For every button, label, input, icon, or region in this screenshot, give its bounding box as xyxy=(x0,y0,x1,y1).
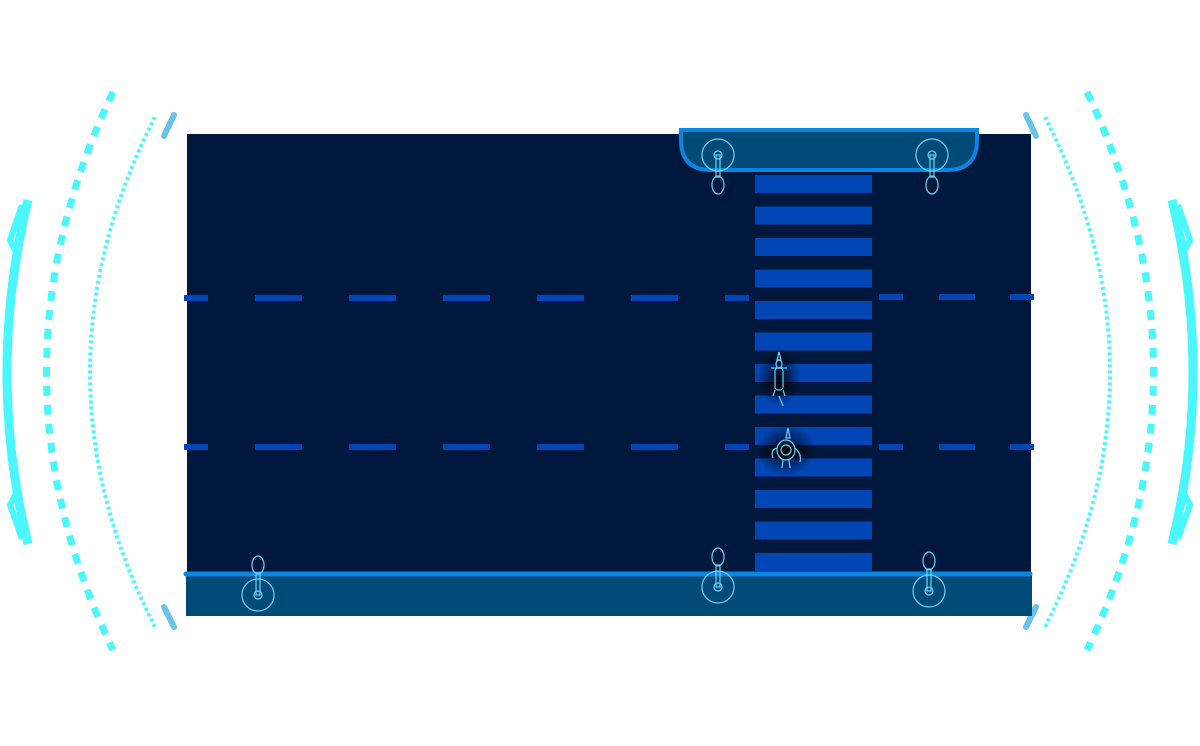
hud-notch-bottom-right xyxy=(1175,493,1194,540)
pedestrian-icon xyxy=(756,424,816,476)
hud-arc-dotted-left xyxy=(88,116,157,628)
hud-arc-solid-left xyxy=(2,198,33,546)
hud-arc-dotted-right xyxy=(1043,116,1112,628)
crosswalk-stripe xyxy=(755,553,872,571)
hud-bracket-bottom-right xyxy=(1023,604,1039,630)
hud-bracket-bottom-left xyxy=(161,604,177,630)
traffic-island-top xyxy=(679,128,979,172)
lane-markings xyxy=(184,294,1034,450)
street-lamp-icon xyxy=(912,551,946,608)
cyclist-icon xyxy=(757,350,801,407)
hud-arc-dashed-right xyxy=(1083,90,1157,652)
sidewalk-bottom xyxy=(186,574,1032,616)
crosswalk-stripe xyxy=(755,301,872,319)
crosswalk-stripe xyxy=(755,490,872,508)
crosswalk-stripe xyxy=(755,332,872,351)
crosswalk-stripe xyxy=(755,175,872,193)
crosswalk-stripe xyxy=(755,238,872,256)
lane-divider-bottom xyxy=(184,444,1034,450)
lane-divider-top xyxy=(184,294,1034,301)
hud-notch-top-left xyxy=(6,204,25,252)
hud-arc-dashed-left xyxy=(43,90,117,652)
hud-notch-top-right xyxy=(1175,204,1194,252)
road-surface xyxy=(187,134,1031,574)
street-lamp-icon xyxy=(915,138,949,195)
crosswalk-stripe xyxy=(755,521,872,540)
crosswalk-stripe xyxy=(755,206,872,225)
hud-bracket-top-right xyxy=(1023,112,1039,139)
street-lamp-icon xyxy=(701,547,735,604)
hud-frame-left xyxy=(2,90,177,652)
hud-frame-right xyxy=(1023,90,1198,652)
crosswalk-stripe xyxy=(755,269,872,288)
street-lamp-icon xyxy=(241,555,275,612)
hud-arc-solid-right xyxy=(1167,198,1198,546)
hud-bracket-top-left xyxy=(161,112,177,139)
hud-notch-bottom-left xyxy=(6,493,25,540)
street-lamp-icon xyxy=(701,138,735,195)
